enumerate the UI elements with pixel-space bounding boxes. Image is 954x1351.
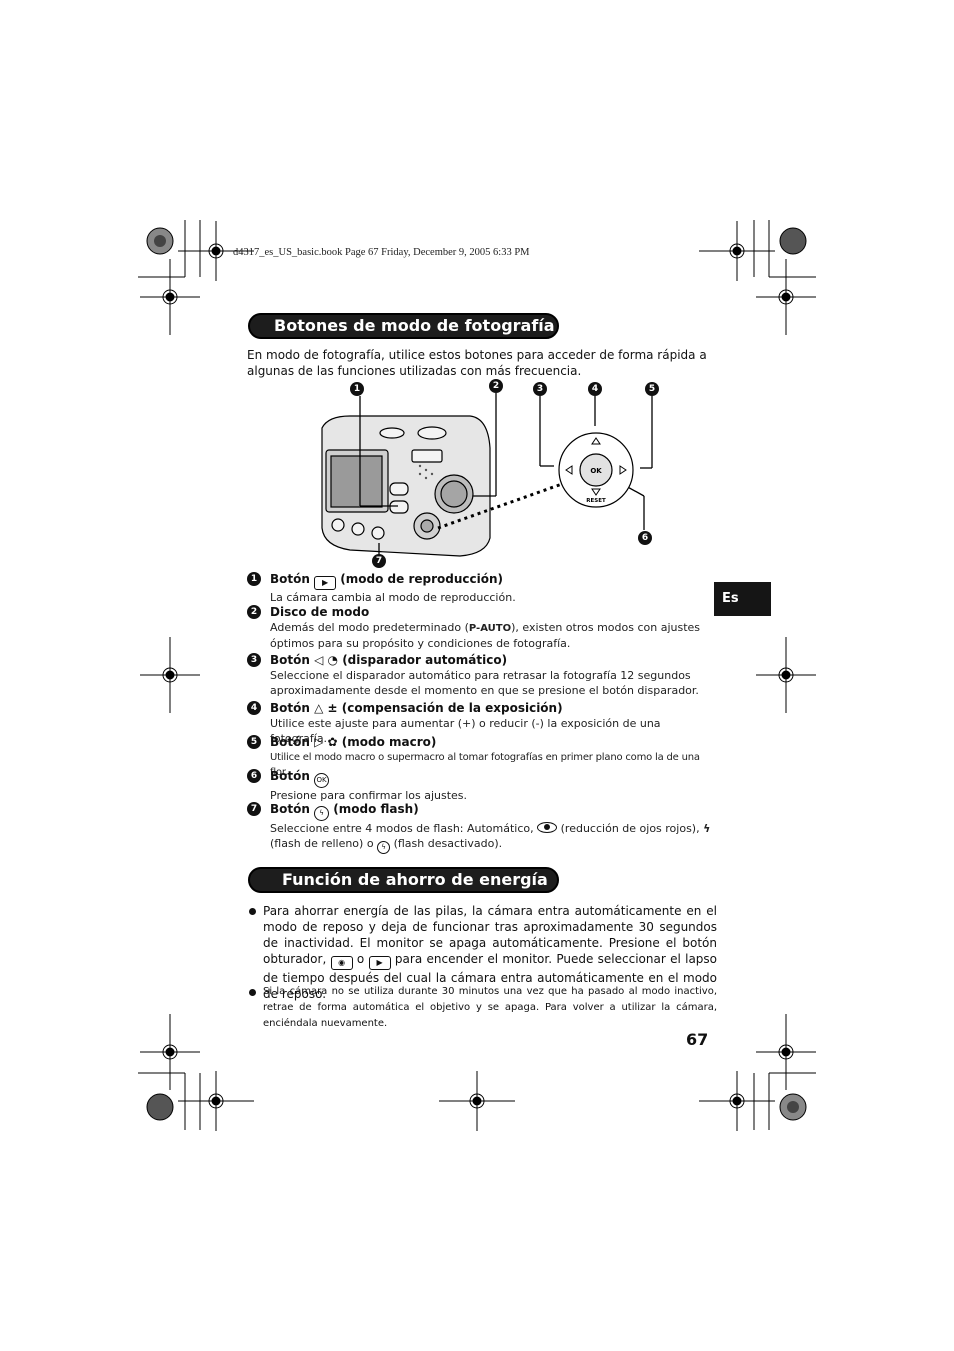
callout-1: 1 (350, 382, 364, 396)
item-description-cont: (reducción de ojos rojos), (560, 822, 700, 835)
flash-off-icon: ϟ (377, 841, 391, 854)
bullet-text-or: o (356, 952, 365, 966)
bullet-text-cont: para encender el monitor. Puede seleccio… (263, 952, 718, 1001)
item-description: Presione para confirmar los ajustes. (270, 789, 468, 802)
item-title: Botón (270, 802, 310, 816)
macro-icon: ▷ ✿ (314, 735, 338, 749)
item-title: Botón (270, 735, 310, 749)
self-timer-icon: ◁ ◔ (314, 653, 338, 667)
item-title: Botón (270, 572, 310, 586)
item-number: 7 (247, 802, 261, 816)
item-title: Botón (270, 701, 310, 715)
file-header: d4317_es_US_basic.book Page 67 Friday, D… (233, 247, 530, 258)
item-number: 5 (247, 735, 261, 749)
callout-4: 4 (588, 382, 602, 396)
section-title-power-saving: Función de ahorro de energía (248, 867, 559, 893)
language-tab: Es (714, 582, 771, 616)
list-item: 6 Botón OK Presione para confirmar los a… (247, 768, 717, 803)
item-title: Botón (270, 769, 310, 783)
bullet-text: Si la cámara no se utiliza durante 30 mi… (263, 986, 717, 1029)
item-title-suffix: (modo de reproducción) (340, 572, 503, 586)
item-description: Utilice este ajuste para aumentar (+) o … (270, 717, 661, 745)
item-title-suffix: (disparador automático) (342, 653, 508, 667)
play-icon: ▶ (368, 956, 391, 970)
item-number: 6 (247, 769, 261, 783)
list-item: Para ahorrar energía de las pilas, la cá… (247, 903, 717, 1002)
list-item: 4 Botón △ ± (compensación de la exposici… (247, 700, 717, 746)
item-description: Además del modo predeterminado ( (270, 621, 469, 634)
p-auto-icon: P-AUTO (468, 623, 512, 634)
red-eye-icon (537, 822, 558, 833)
item-number: 3 (247, 653, 261, 667)
section-title-photo-buttons: Botones de modo de fotografía (248, 313, 559, 339)
item-number: 1 (247, 572, 261, 586)
item-title-suffix: (modo flash) (333, 802, 419, 816)
ok-icon: OK (314, 773, 330, 788)
bullet-text: Para ahorrar energía de las pilas, la cá… (263, 904, 717, 966)
list-item: 2 Disco de modo Además del modo predeter… (247, 604, 717, 651)
camera-icon: ◉ (330, 956, 353, 970)
item-description-cont: ), existen otros modos con ajustes óptim… (270, 621, 701, 650)
item-title: Disco de modo (270, 605, 370, 619)
item-description-cont: (flash desactivado). (393, 837, 503, 850)
intro-paragraph: En modo de fotografía, utilice estos bot… (247, 348, 707, 378)
item-description: Utilice el modo macro o supermacro al to… (270, 752, 700, 778)
flash-icon: ϟ (314, 806, 330, 821)
item-title-suffix: (modo macro) (341, 735, 437, 749)
item-description: Seleccione el disparador automático para… (270, 669, 699, 697)
bullet-dot (249, 908, 256, 915)
item-title: Botón (270, 653, 310, 667)
reset-label: RESET (586, 498, 606, 504)
callout-2: 2 (489, 379, 503, 393)
exposure-icon: △ ± (314, 701, 338, 715)
play-icon: ▶ (314, 576, 337, 590)
item-number: 4 (247, 701, 261, 715)
list-item: 7 Botón ϟ (modo flash) Seleccione entre … (247, 801, 717, 854)
callout-5: 5 (645, 382, 659, 396)
item-description: Seleccione entre 4 modos de flash: Autom… (270, 822, 534, 835)
page-number: 67 (686, 1030, 709, 1049)
bullet-dot (249, 989, 256, 996)
callout-7: 7 (372, 554, 386, 568)
ok-label: OK (590, 467, 602, 475)
callout-3: 3 (533, 382, 547, 396)
list-item: 1 Botón ▶ (modo de reproducción) La cáma… (247, 571, 717, 605)
list-item: 3 Botón ◁ ◔ (disparador automático) Sele… (247, 652, 717, 698)
item-title-suffix: (compensación de la exposición) (341, 701, 563, 715)
camera-figure: OK RESET (321, 393, 653, 557)
fill-flash-icon: ϟ (703, 822, 711, 835)
list-item: 5 Botón ▷ ✿ (modo macro) Utilice el modo… (247, 734, 717, 780)
list-item: Si la cámara no se utiliza durante 30 mi… (247, 984, 717, 1032)
item-description: La cámara cambia al modo de reproducción… (270, 591, 516, 604)
item-description-cont: (flash de relleno) o (270, 837, 374, 850)
callout-6: 6 (638, 531, 652, 545)
item-number: 2 (247, 605, 261, 619)
